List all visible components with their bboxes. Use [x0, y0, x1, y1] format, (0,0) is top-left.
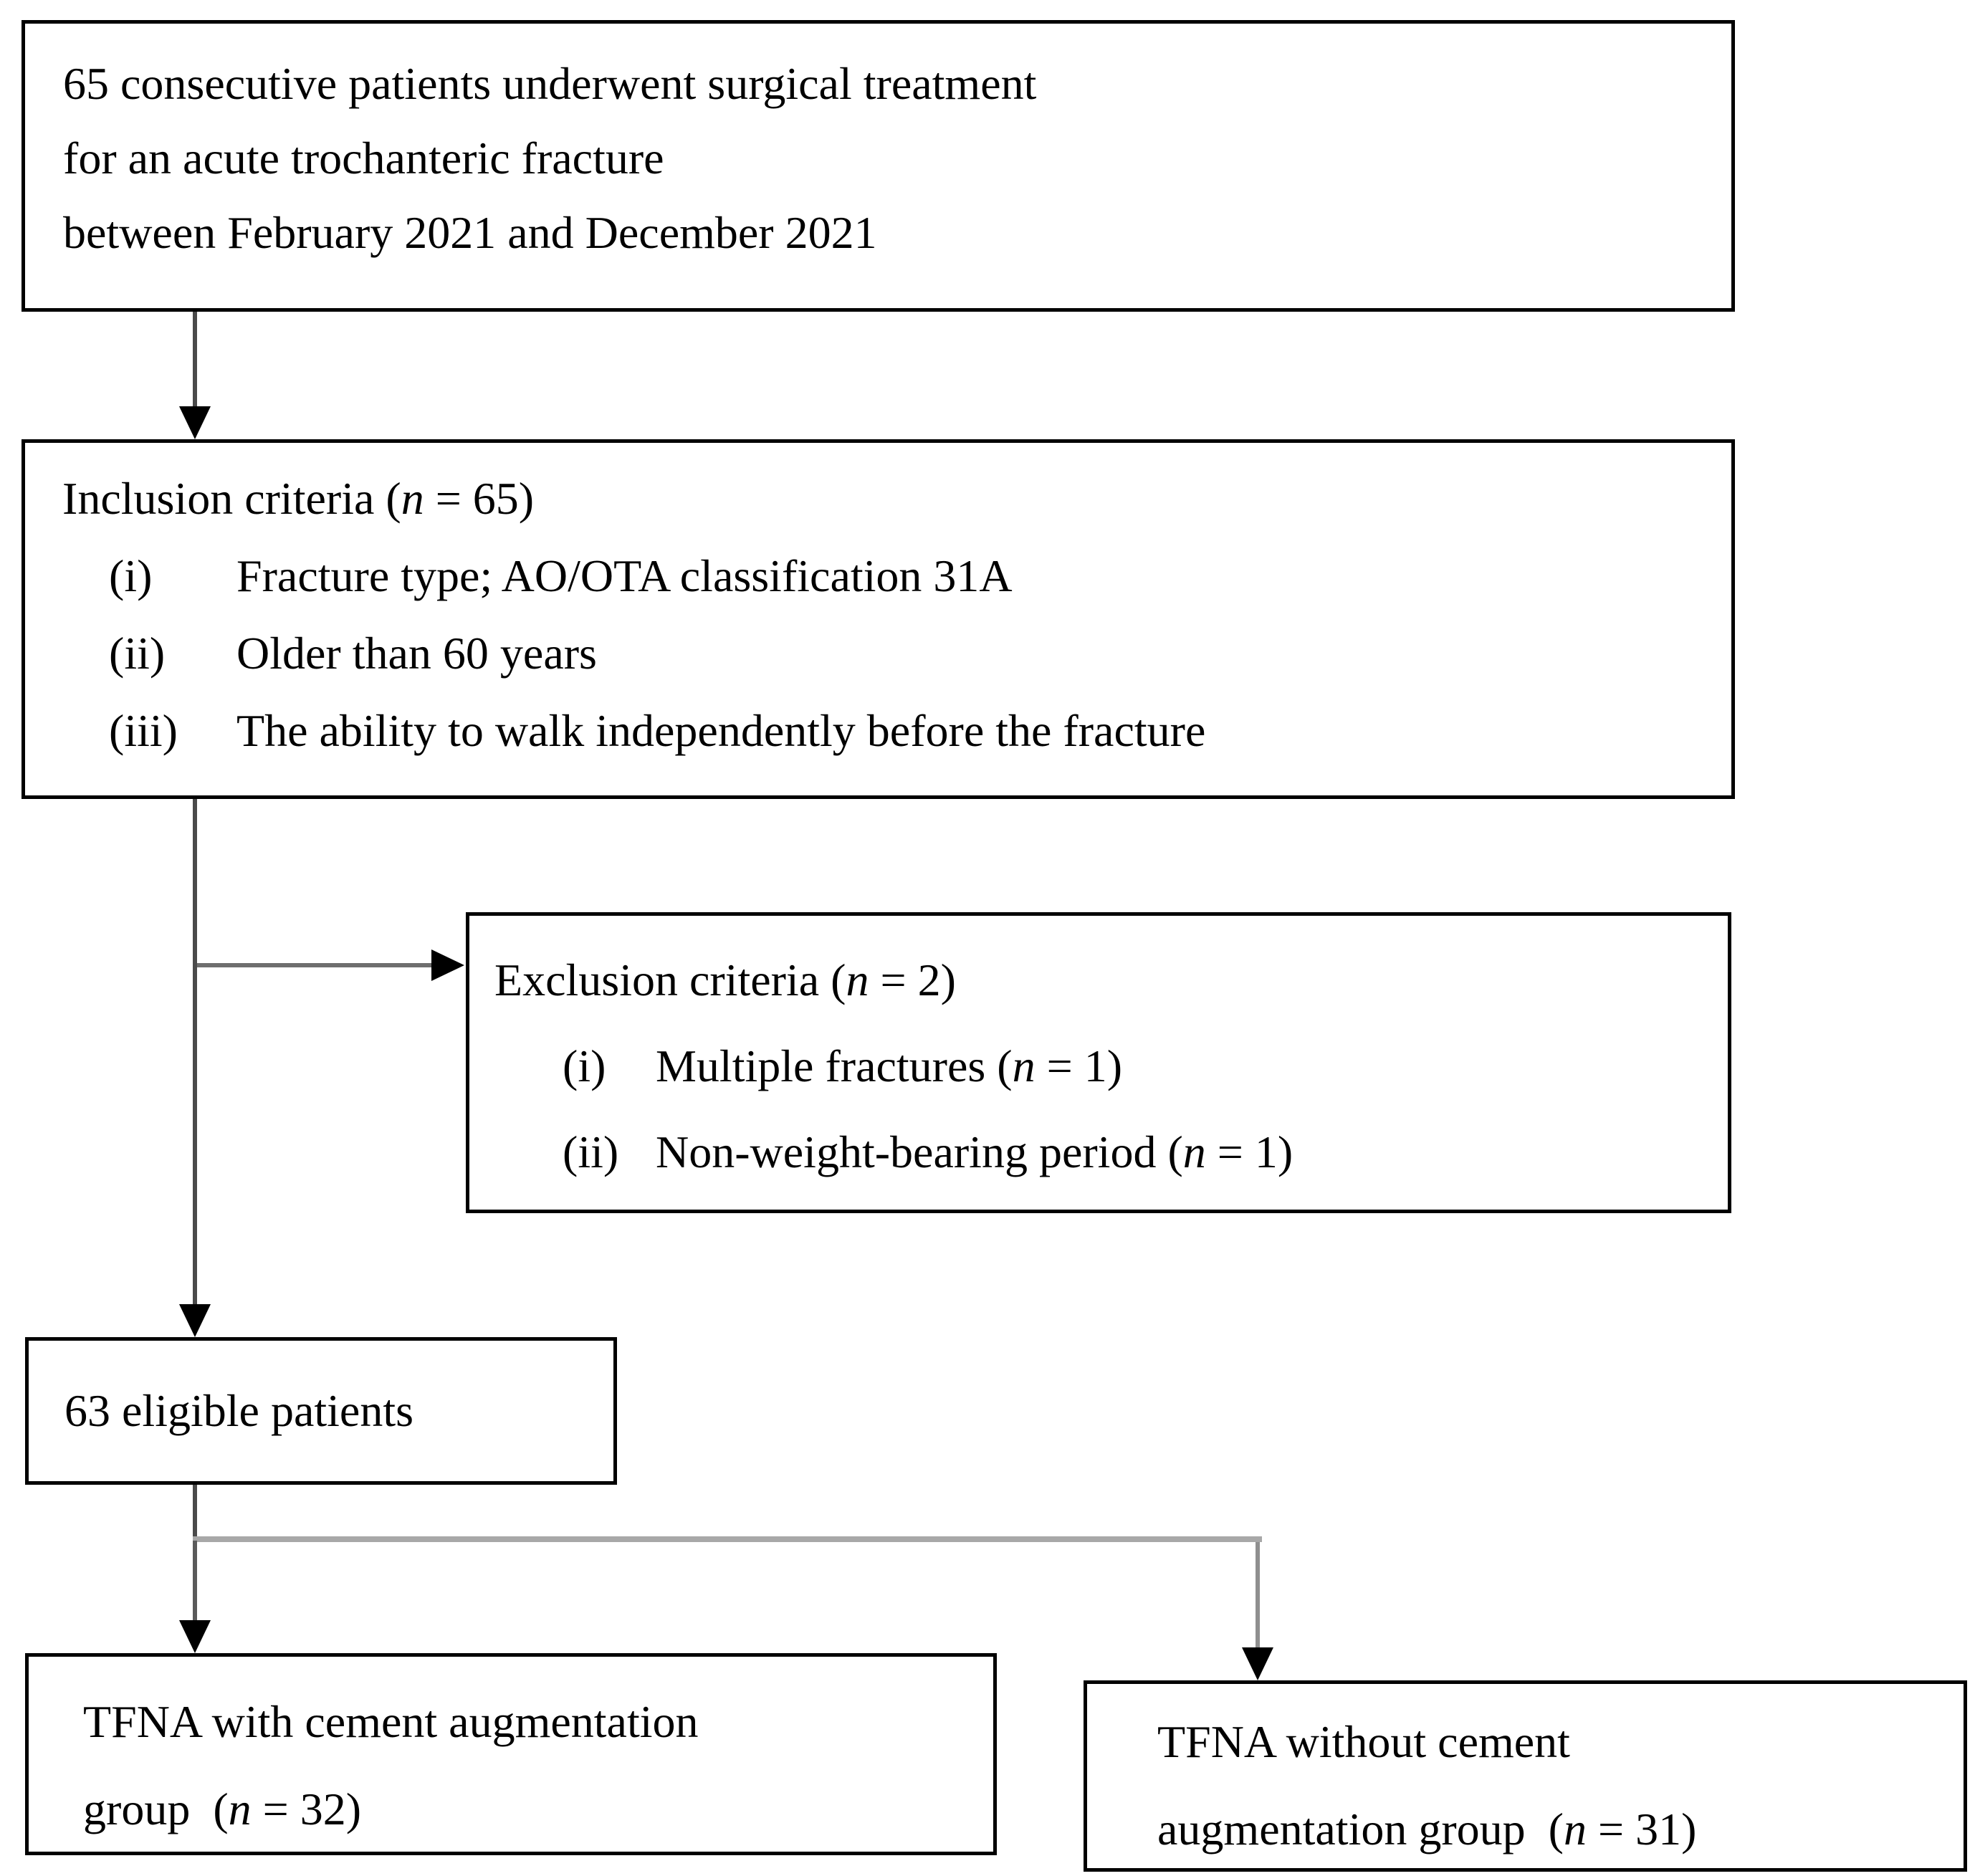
box-eligible-patients: 63 eligible patients	[25, 1337, 617, 1485]
box-tfna-with-cement: TFNA with cement augmentation group (n =…	[25, 1653, 997, 1855]
box-inclusion-criteria: Inclusion criteria (n = 65) (i) Fracture…	[21, 439, 1735, 799]
enrolled-line-2: for an acute trochanteric fracture	[63, 133, 664, 183]
arrowhead-down-icon	[179, 406, 211, 439]
tfna-with-line-1: TFNA with cement augmentation	[83, 1696, 699, 1747]
tfna-with-line-2: group (n = 32)	[83, 1784, 362, 1834]
arrowhead-down-icon	[1242, 1647, 1273, 1680]
enrolled-line-3: between February 2021 and December 2021	[63, 207, 877, 258]
arrow-inclusion-to-eligible	[179, 799, 211, 1337]
inclusion-title: Inclusion criteria (n = 65)	[62, 473, 535, 524]
arrow-stem	[193, 312, 197, 411]
inclusion-item-2-numeral: (ii)	[109, 628, 166, 679]
arrow-stem	[197, 963, 434, 967]
tfna-without-line-2: augmentation group (n = 31)	[1157, 1804, 1697, 1855]
exclusion-item-2: (ii) Non-weight-bearing period (n = 1)	[563, 1109, 1713, 1195]
enrolled-line-1: 65 consecutive patients underwent surgic…	[63, 58, 1037, 109]
inclusion-item-2: (ii) Older than 60 years	[109, 615, 1717, 692]
arrowhead-down-icon	[179, 1304, 211, 1337]
inclusion-item-1-text: Fracture type; AO/OTA classification 31A	[236, 550, 1013, 601]
exclusion-title: Exclusion criteria (n = 2)	[494, 954, 956, 1005]
inclusion-item-1: (i) Fracture type; AO/OTA classification…	[109, 537, 1717, 615]
exclusion-item-1-text: Multiple fractures (n = 1)	[656, 1040, 1122, 1091]
arrow-to-exclusion	[197, 949, 464, 981]
exclusion-item-1-numeral: (i)	[563, 1040, 606, 1091]
arrowhead-right-icon	[431, 949, 464, 981]
arrow-split-to-tfna-without	[1242, 1542, 1273, 1680]
inclusion-item-1-numeral: (i)	[109, 550, 153, 601]
arrowhead-down-icon	[179, 1620, 211, 1653]
eligible-text: 63 eligible patients	[64, 1385, 413, 1436]
inclusion-item-3: (iii) The ability to walk independently …	[109, 692, 1717, 770]
inclusion-item-2-text: Older than 60 years	[236, 628, 597, 679]
arrow-stem	[193, 1541, 197, 1624]
inclusion-item-3-numeral: (iii)	[109, 705, 178, 756]
arrow-split-to-tfna-with	[179, 1541, 211, 1653]
box-tfna-without-cement: TFNA without cement augmentation group (…	[1084, 1680, 1967, 1872]
exclusion-item-1: (i) Multiple fractures (n = 1)	[563, 1023, 1713, 1109]
line-split-horizontal	[193, 1536, 1262, 1542]
arrow-stem	[1256, 1542, 1260, 1652]
box-exclusion-criteria: Exclusion criteria (n = 2) (i) Multiple …	[466, 912, 1731, 1213]
arrow-enrolled-to-inclusion	[179, 312, 211, 439]
line-eligible-stub	[193, 1485, 197, 1542]
tfna-without-line-1: TFNA without cement	[1157, 1716, 1570, 1767]
box-enrolled-patients: 65 consecutive patients underwent surgic…	[21, 20, 1735, 312]
inclusion-item-3-text: The ability to walk independently before…	[236, 705, 1206, 756]
arrow-stem	[193, 799, 197, 1308]
exclusion-item-2-text: Non-weight-bearing period (n = 1)	[656, 1126, 1293, 1177]
exclusion-item-2-numeral: (ii)	[563, 1126, 619, 1177]
